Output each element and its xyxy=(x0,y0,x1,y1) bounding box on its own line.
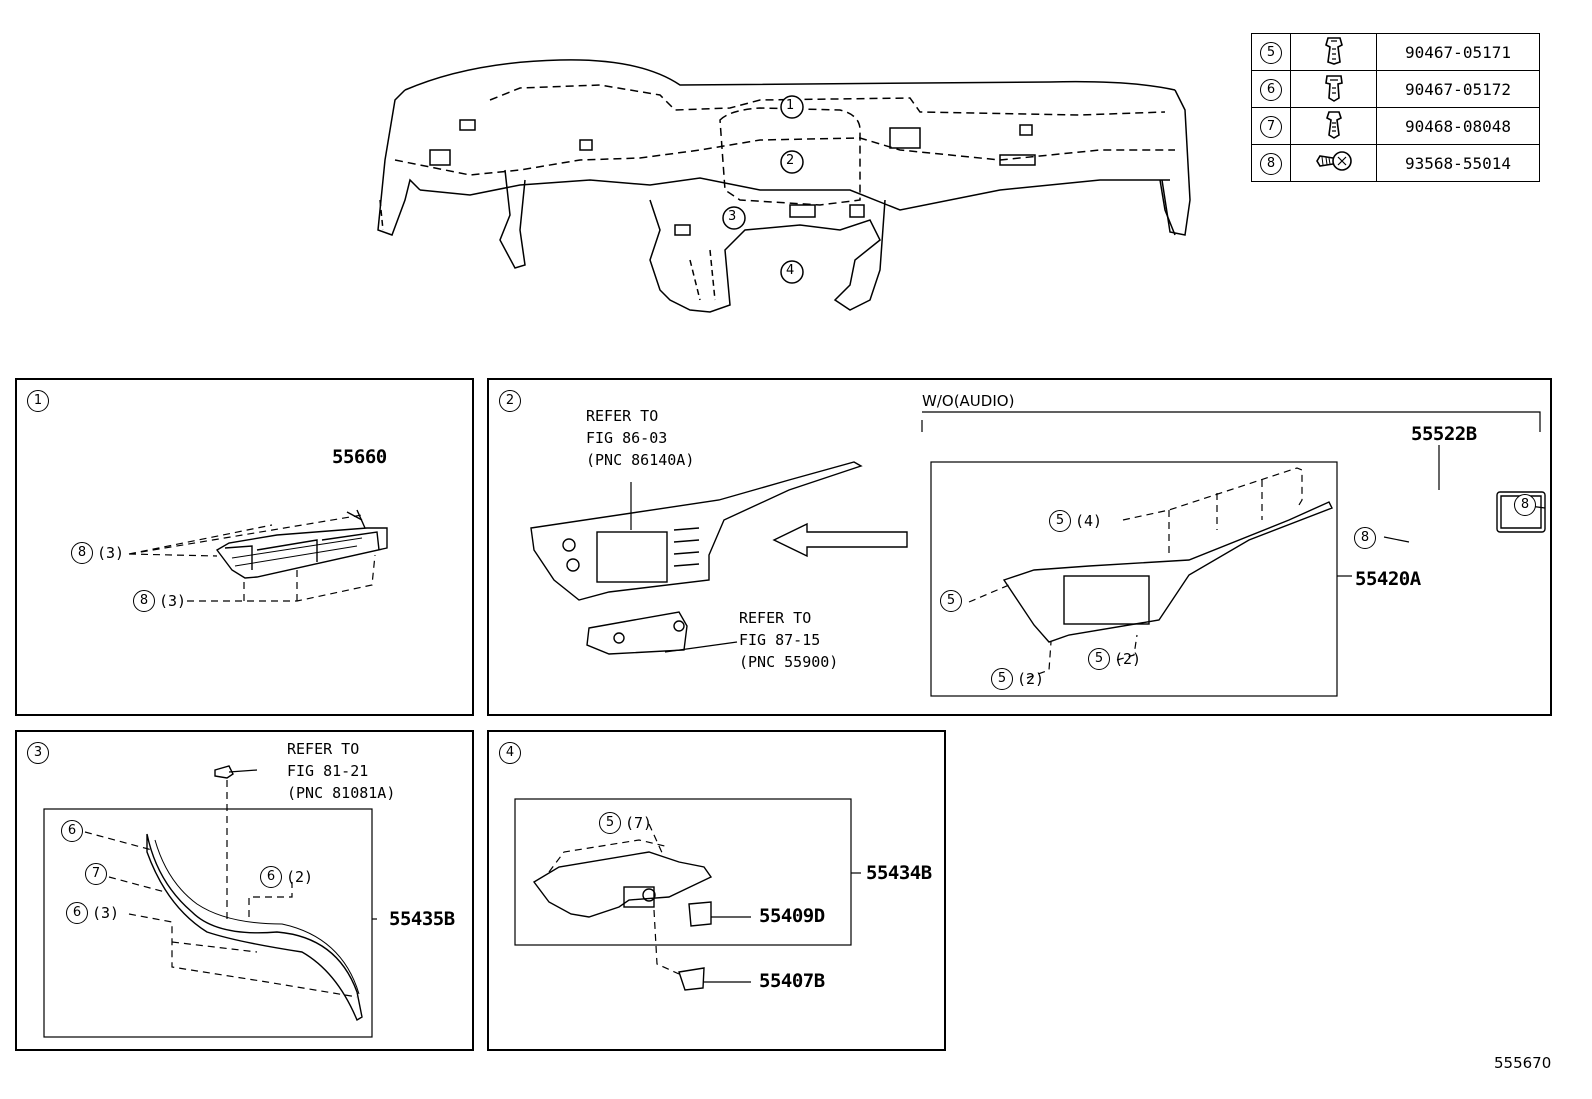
part-number-label: 55420A xyxy=(1355,568,1421,590)
quantity-label: (3) xyxy=(97,544,125,562)
panel-2: 2 REFER TO FIG 86-03 (PNC 86140A) REFER … xyxy=(487,378,1552,716)
fastener-ref: 6 xyxy=(66,902,88,924)
panel-4-drawing xyxy=(514,798,861,991)
quantity-label: (2) xyxy=(286,868,314,886)
fastener-table: 5 90467-05171 6 90467-05172 7 90468-0804… xyxy=(1251,33,1540,182)
fastener-ref: 5 xyxy=(599,812,621,834)
overview-callout: 1 xyxy=(786,98,795,113)
part-number-label: 55434B xyxy=(866,862,932,884)
overview-callout: 3 xyxy=(728,209,737,224)
ref-number: 8 xyxy=(1260,152,1282,175)
fastener-ref: 6 xyxy=(260,866,282,888)
part-number-label: 55435B xyxy=(389,908,455,930)
overview-callout: 4 xyxy=(786,263,795,278)
ref-number: 5 xyxy=(1260,41,1282,64)
fastener-ref: 8 xyxy=(1514,494,1536,516)
ref-number: 6 xyxy=(1260,78,1282,101)
quantity-label: (2) xyxy=(1017,670,1045,688)
dashboard-overview-drawing xyxy=(377,59,1191,313)
clip-icon xyxy=(1290,33,1377,71)
refer-note: REFER TO FIG 87-15 (PNC 55900) xyxy=(739,609,839,671)
panel-4: 4 55434B 55409D 55407B 5 (7) xyxy=(487,730,946,1051)
fastener-ref: 8 xyxy=(1354,527,1376,549)
table-row: 6 90467-05172 xyxy=(1251,70,1540,108)
quantity-label: (4) xyxy=(1075,512,1103,530)
overview-callout: 2 xyxy=(786,153,795,168)
part-number-label: 55407B xyxy=(759,970,825,992)
panel-2-drawing xyxy=(530,411,1546,697)
part-number-label: 55409D xyxy=(759,905,825,927)
panel-3: 3 REFER TO FIG 81-21 (PNC 81081A) 55435B… xyxy=(15,730,474,1051)
screw-icon xyxy=(1290,144,1377,182)
quantity-label: (7) xyxy=(625,814,653,832)
fastener-ref: 8 xyxy=(71,542,93,564)
panel-3-drawing xyxy=(43,765,377,1038)
part-number: 90468-08048 xyxy=(1376,107,1540,145)
panel-number: 3 xyxy=(27,742,49,764)
fastener-ref: 5 xyxy=(991,668,1013,690)
panel-1-drawing xyxy=(128,509,388,602)
fastener-ref: 8 xyxy=(133,590,155,612)
part-number-label: 55522B xyxy=(1411,423,1477,445)
fastener-ref: 6 xyxy=(61,820,83,842)
illustration-id: 555670 xyxy=(1494,1054,1552,1072)
panel-number: 2 xyxy=(499,390,521,412)
part-number: 90467-05172 xyxy=(1376,70,1540,108)
quantity-label: (3) xyxy=(92,904,120,922)
panel-1: 1 55660 8 (3) 8 (3) xyxy=(15,378,474,716)
fastener-ref: 5 xyxy=(940,590,962,612)
panel-number: 4 xyxy=(499,742,521,764)
part-number: 93568-55014 xyxy=(1376,144,1540,182)
table-row: 7 90468-08048 xyxy=(1251,107,1540,145)
quantity-label: (2) xyxy=(1114,650,1142,668)
fastener-ref: 5 xyxy=(1049,510,1071,532)
table-row: 8 93568-55014 xyxy=(1251,144,1540,182)
overview-callouts xyxy=(722,95,804,284)
fastener-ref: 7 xyxy=(85,863,107,885)
clip-icon xyxy=(1290,70,1377,108)
panel-number: 1 xyxy=(27,390,49,412)
part-number-label: 55660 xyxy=(332,446,387,468)
refer-note: REFER TO FIG 86-03 (PNC 86140A) xyxy=(586,407,695,469)
ref-number: 7 xyxy=(1260,115,1282,138)
fastener-ref: 5 xyxy=(1088,648,1110,670)
quantity-label: (3) xyxy=(159,592,187,610)
variant-label: W/O(AUDIO) xyxy=(922,392,1015,410)
refer-note: REFER TO FIG 81-21 (PNC 81081A) xyxy=(287,740,396,802)
